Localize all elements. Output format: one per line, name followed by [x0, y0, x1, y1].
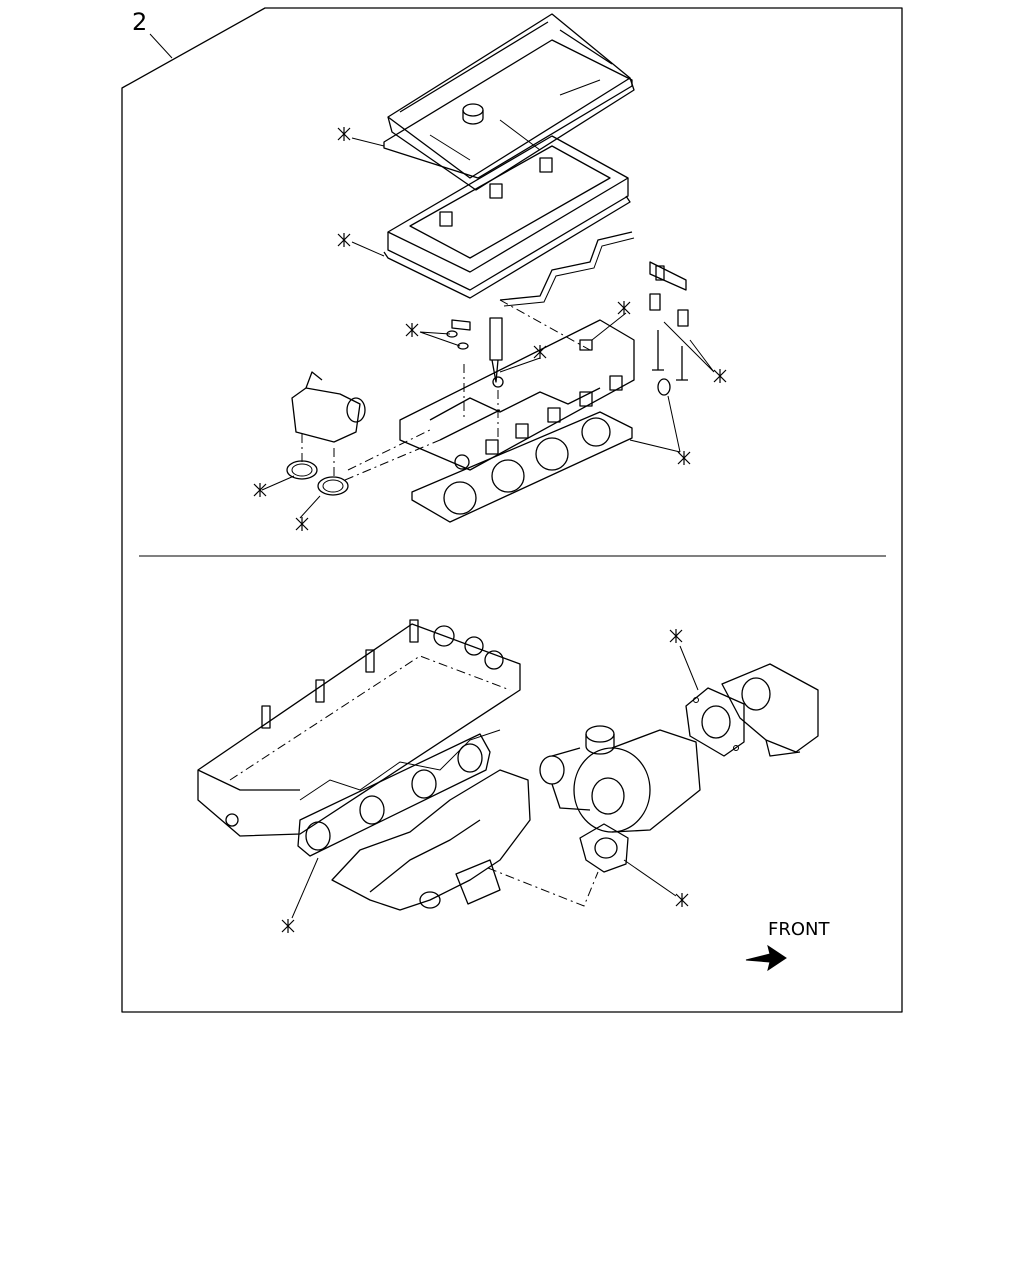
kit-marker-11	[675, 893, 689, 907]
turbo-outlet-gasket	[685, 687, 745, 757]
valve-1	[652, 330, 664, 371]
leaders-lower	[291, 645, 699, 919]
thermostat-housing	[291, 371, 366, 443]
o-ring-small-2	[457, 342, 469, 350]
kit-marker-10	[281, 919, 295, 933]
camshaft-carrier	[387, 135, 629, 291]
kit-marker-9	[295, 517, 309, 531]
injector-washer	[492, 376, 504, 388]
upper-assembly	[253, 13, 727, 531]
kit-marker-12	[669, 629, 683, 643]
rocker-arm	[649, 261, 687, 291]
camshaft-seal	[657, 378, 671, 396]
sealing-bolt	[579, 339, 593, 351]
exhaust-manifold-gasket	[297, 733, 491, 857]
kit-frame	[121, 7, 903, 1013]
kit-marker-3	[405, 323, 419, 337]
kit-marker-4	[533, 345, 547, 359]
cylinder-head	[399, 319, 635, 471]
exhaust-manifold	[331, 769, 531, 911]
turbo-inlet-gasket	[579, 823, 629, 873]
alignment-lines-lower	[487, 867, 599, 907]
kit-marker-5	[617, 301, 631, 315]
injector	[489, 317, 503, 383]
alignment-lines-upper	[301, 299, 591, 481]
carrier-gasket	[383, 195, 631, 299]
leak-off-pipe	[499, 231, 633, 301]
leak-off-fitting	[451, 319, 471, 331]
exhaust-adaptor	[721, 663, 819, 757]
cylinder-head-cover	[387, 13, 635, 191]
head-gasket	[411, 411, 633, 523]
front-arrow-icon	[745, 944, 787, 972]
valve-stem-seal-1	[649, 293, 661, 311]
valve-2	[676, 346, 688, 381]
front-label: FRONT	[768, 919, 830, 940]
cylinder-head-lower	[197, 619, 521, 837]
turbocharger	[539, 725, 701, 833]
kit-marker-1	[337, 127, 351, 141]
kit-marker-2	[337, 233, 351, 247]
kit-marker-8	[253, 483, 267, 497]
kit-marker-7	[677, 451, 691, 465]
callout-leader	[149, 33, 173, 59]
valve-stem-seal-2	[677, 309, 689, 327]
leaders-upper	[261, 137, 715, 519]
head-cover-gasket	[383, 39, 633, 179]
lower-assembly: FRONT	[197, 619, 830, 972]
callout-number: 2	[132, 8, 147, 36]
kit-marker-6	[713, 369, 727, 383]
thermostat-gasket-2	[317, 476, 349, 496]
